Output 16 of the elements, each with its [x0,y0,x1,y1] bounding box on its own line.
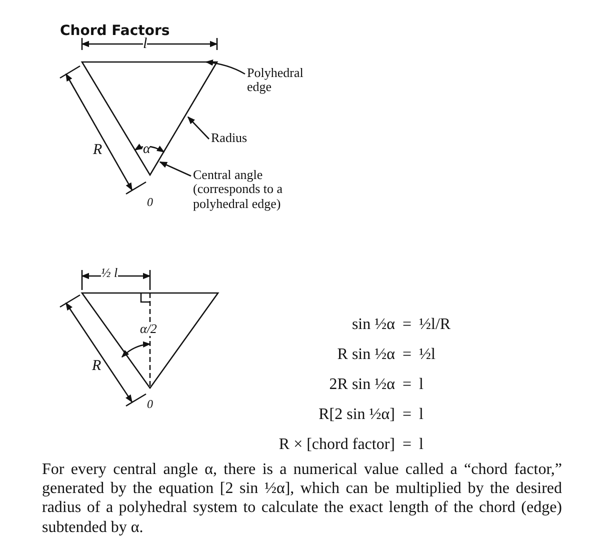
point-label: 0 [147,196,153,210]
caption-paragraph: For every central angle α, there is a numerical value called a “chord factor,” generated by the equation [2 sin ½α], which can be multiplied by the desired radius of a polyhedral system to calculate the exact length of the chord (edge) subtended by α. [42,460,562,537]
point-label: 0 [147,398,153,412]
equation: R × [chord factor] = l [278,436,424,454]
equation: sin ½α = ½l/R [350,316,451,334]
leader-line [187,116,210,140]
leader-line [159,161,192,177]
leader-line [205,60,246,75]
equation: 2R sin ½α = l [328,376,424,394]
callout-text: Radius [211,131,248,146]
heading: Chord Factors [60,24,170,39]
equation: R sin ½α = ½l [336,346,436,364]
callout-text: Central angle (corresponds to a polyhedral edge) [193,168,284,211]
callout-text: Polyhedral edge [247,66,304,95]
angle-label: α/2 [140,322,157,336]
equation: R[2 sin ½α] = l [318,406,424,424]
